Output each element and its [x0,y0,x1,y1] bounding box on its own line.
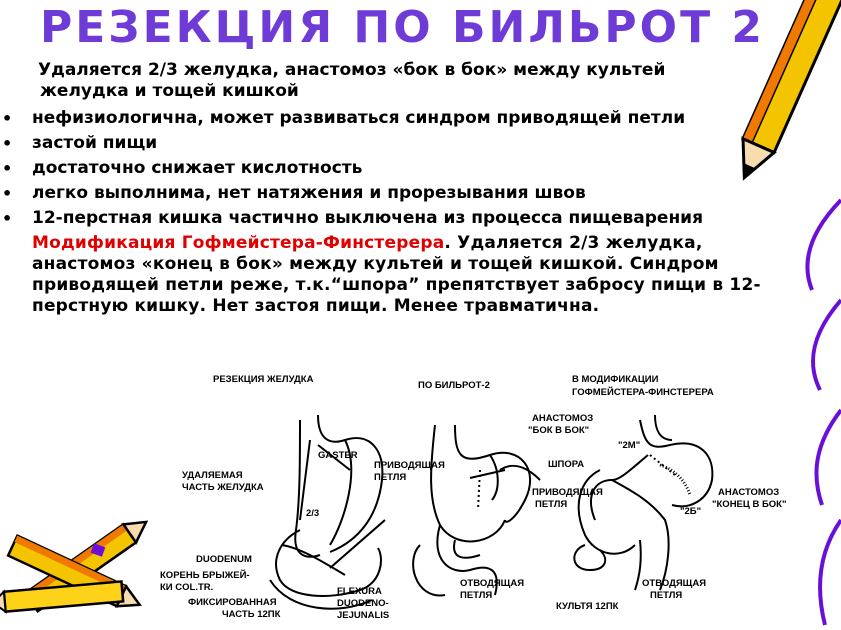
label-anast-line2: "БОК В БОК" [528,425,590,436]
pencils-bottom-icon [0,520,149,614]
label-anast2-line1: АНАСТОМОЗ [718,487,780,498]
modification-name: Модификация Гофмейстера-Финстерера [32,233,445,253]
label-removed-line1: УДАЛЯЕМАЯ [182,470,243,481]
label-efferent-line2: ПЕТЛЯ [460,590,493,601]
label-flexura-line3: JEJUNALIS [337,610,390,621]
label-efferent-line1: ОТВОДЯЩАЯ [460,578,525,589]
label-fixed-line1: ФИКСИРОВАННАЯ [188,597,277,608]
label-flexura-line2: DUODENO- [337,598,389,609]
label-fixed-line2: ЧАСТЬ 12ПК [222,609,281,620]
label-afferent2-line1: ПРИВОДЯЩАЯ [532,487,603,498]
bullet-item: достаточно снижает кислотность [2,158,792,179]
modification-text: . Удаляется 2/3 желудка, анастомоз «коне… [32,233,761,316]
label-mod-line1: В МОДИФИКАЦИИ [572,374,659,385]
label-root-line1: КОРЕНЬ БРЫЖЕЙ- [160,570,250,581]
label-root-line2: КИ COL.TR. [160,582,214,593]
purple-swirl-icon [805,198,841,626]
label-stump: КУЛЬТЯ 12ПК [556,601,619,612]
label-resection: РЕЗЕКЦИЯ ЖЕЛУДКА [213,374,314,385]
bullet-list: нефизиологична, может развиваться синдро… [2,108,792,229]
bullet-item: застой пищи [2,133,792,154]
bullet-item: нефизиологична, может развиваться синдро… [2,108,792,129]
label-billroth: ПО БИЛЬРОТ-2 [418,380,490,391]
label-afferent2-line2: ПЕТЛЯ [535,499,568,510]
stomach-drawing-icon [269,414,386,610]
label-anast2-line2: "КОНЕЦ В БОК" [712,499,787,510]
modification-paragraph: Модификация Гофмейстера-Финстерера. Удал… [32,233,792,317]
slide-title: РЕЗЕКЦИЯ ПО БИЛЬРОТ 2 [40,2,766,53]
bullet-item: легко выполнима, нет натяжения и прорезы… [2,183,792,204]
lead-line-1: Удаляется 2/3 желудка, анастомоз «бок в … [38,60,666,80]
label-anast-line1: АНАСТОМОЗ [532,413,594,424]
pencil-top-icon [741,0,841,181]
label-two-b: "2Б" [680,506,702,517]
label-efferent2-line1: ОТВОДЯЩАЯ [642,578,707,589]
hofmeister-drawing-icon [573,414,714,591]
label-two-m: "2М" [618,440,641,451]
label-mod-line2: ГОФМЕЙСТЕРА-ФИНСТЕРЕРА [572,387,714,398]
bullet-item: 12-перстная кишка частично выключена из … [2,208,792,229]
label-afferent-line1: ПРИВОДЯЩАЯ [374,460,445,471]
label-spur: ШПОРА [548,459,585,470]
label-afferent-line2: ПЕТЛЯ [374,472,407,483]
label-removed-line2: ЧАСТЬ ЖЕЛУДКА [182,482,264,493]
label-duodenum: DUODENUM [196,554,252,565]
billroth-drawing-icon [412,424,541,597]
lead-line-2: желудка и тощей кишкой [40,81,299,101]
label-two-thirds: 2/3 [306,508,320,519]
label-gaster: GASTER [318,450,358,461]
label-efferent2-line2: ПЕТЛЯ [650,590,683,601]
text-block: Удаляется 2/3 желудка, анастомоз «бок в … [2,60,792,317]
label-flexura-line1: FLEXURA [337,586,382,597]
